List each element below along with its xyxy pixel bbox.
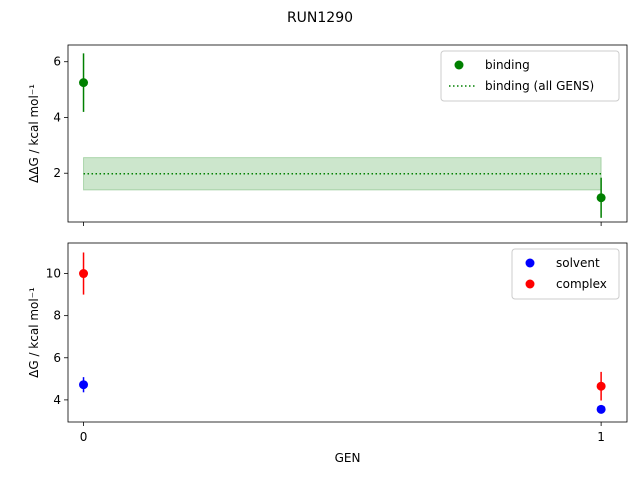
data-point — [79, 380, 89, 390]
y-tick-label: 10 — [46, 267, 61, 281]
legend-marker — [454, 60, 464, 70]
x-axis-label: GEN — [335, 451, 361, 465]
legend-marker — [525, 279, 535, 289]
uncertainty-band — [83, 157, 602, 191]
y-axis-label: ΔG / kcal mol⁻¹ — [27, 287, 41, 378]
data-point — [596, 404, 606, 414]
x-tick-label: 0 — [80, 430, 88, 444]
y-tick-label: 6 — [53, 351, 61, 365]
y-tick-label: 4 — [53, 110, 61, 124]
legend-label: complex — [556, 277, 607, 291]
axes-frame — [67, 44, 628, 223]
data-point — [79, 269, 89, 279]
data-point — [596, 193, 606, 203]
x-tick-label: 1 — [597, 430, 605, 444]
legend-label: binding (all GENS) — [485, 79, 594, 93]
figure-title: RUN1290 — [287, 10, 353, 26]
data-point — [596, 381, 606, 391]
legend-box — [511, 248, 620, 300]
y-tick-label: 2 — [53, 166, 61, 180]
legend-label: solvent — [556, 256, 600, 270]
axes-frame — [67, 242, 628, 423]
y-tick-label: 4 — [53, 393, 61, 407]
legend-label: binding — [485, 58, 530, 72]
legend-marker — [525, 258, 535, 268]
y-tick-label: 6 — [53, 55, 61, 69]
y-axis-label: ΔΔG / kcal mol⁻¹ — [27, 84, 41, 183]
bottom-subplot: 4 6 8 10 0 1 ΔG / kcal mol⁻¹ GEN solvent complex — [27, 242, 628, 465]
y-tick-label: 8 — [53, 309, 61, 323]
legend-box — [440, 50, 620, 102]
data-point — [79, 78, 89, 88]
